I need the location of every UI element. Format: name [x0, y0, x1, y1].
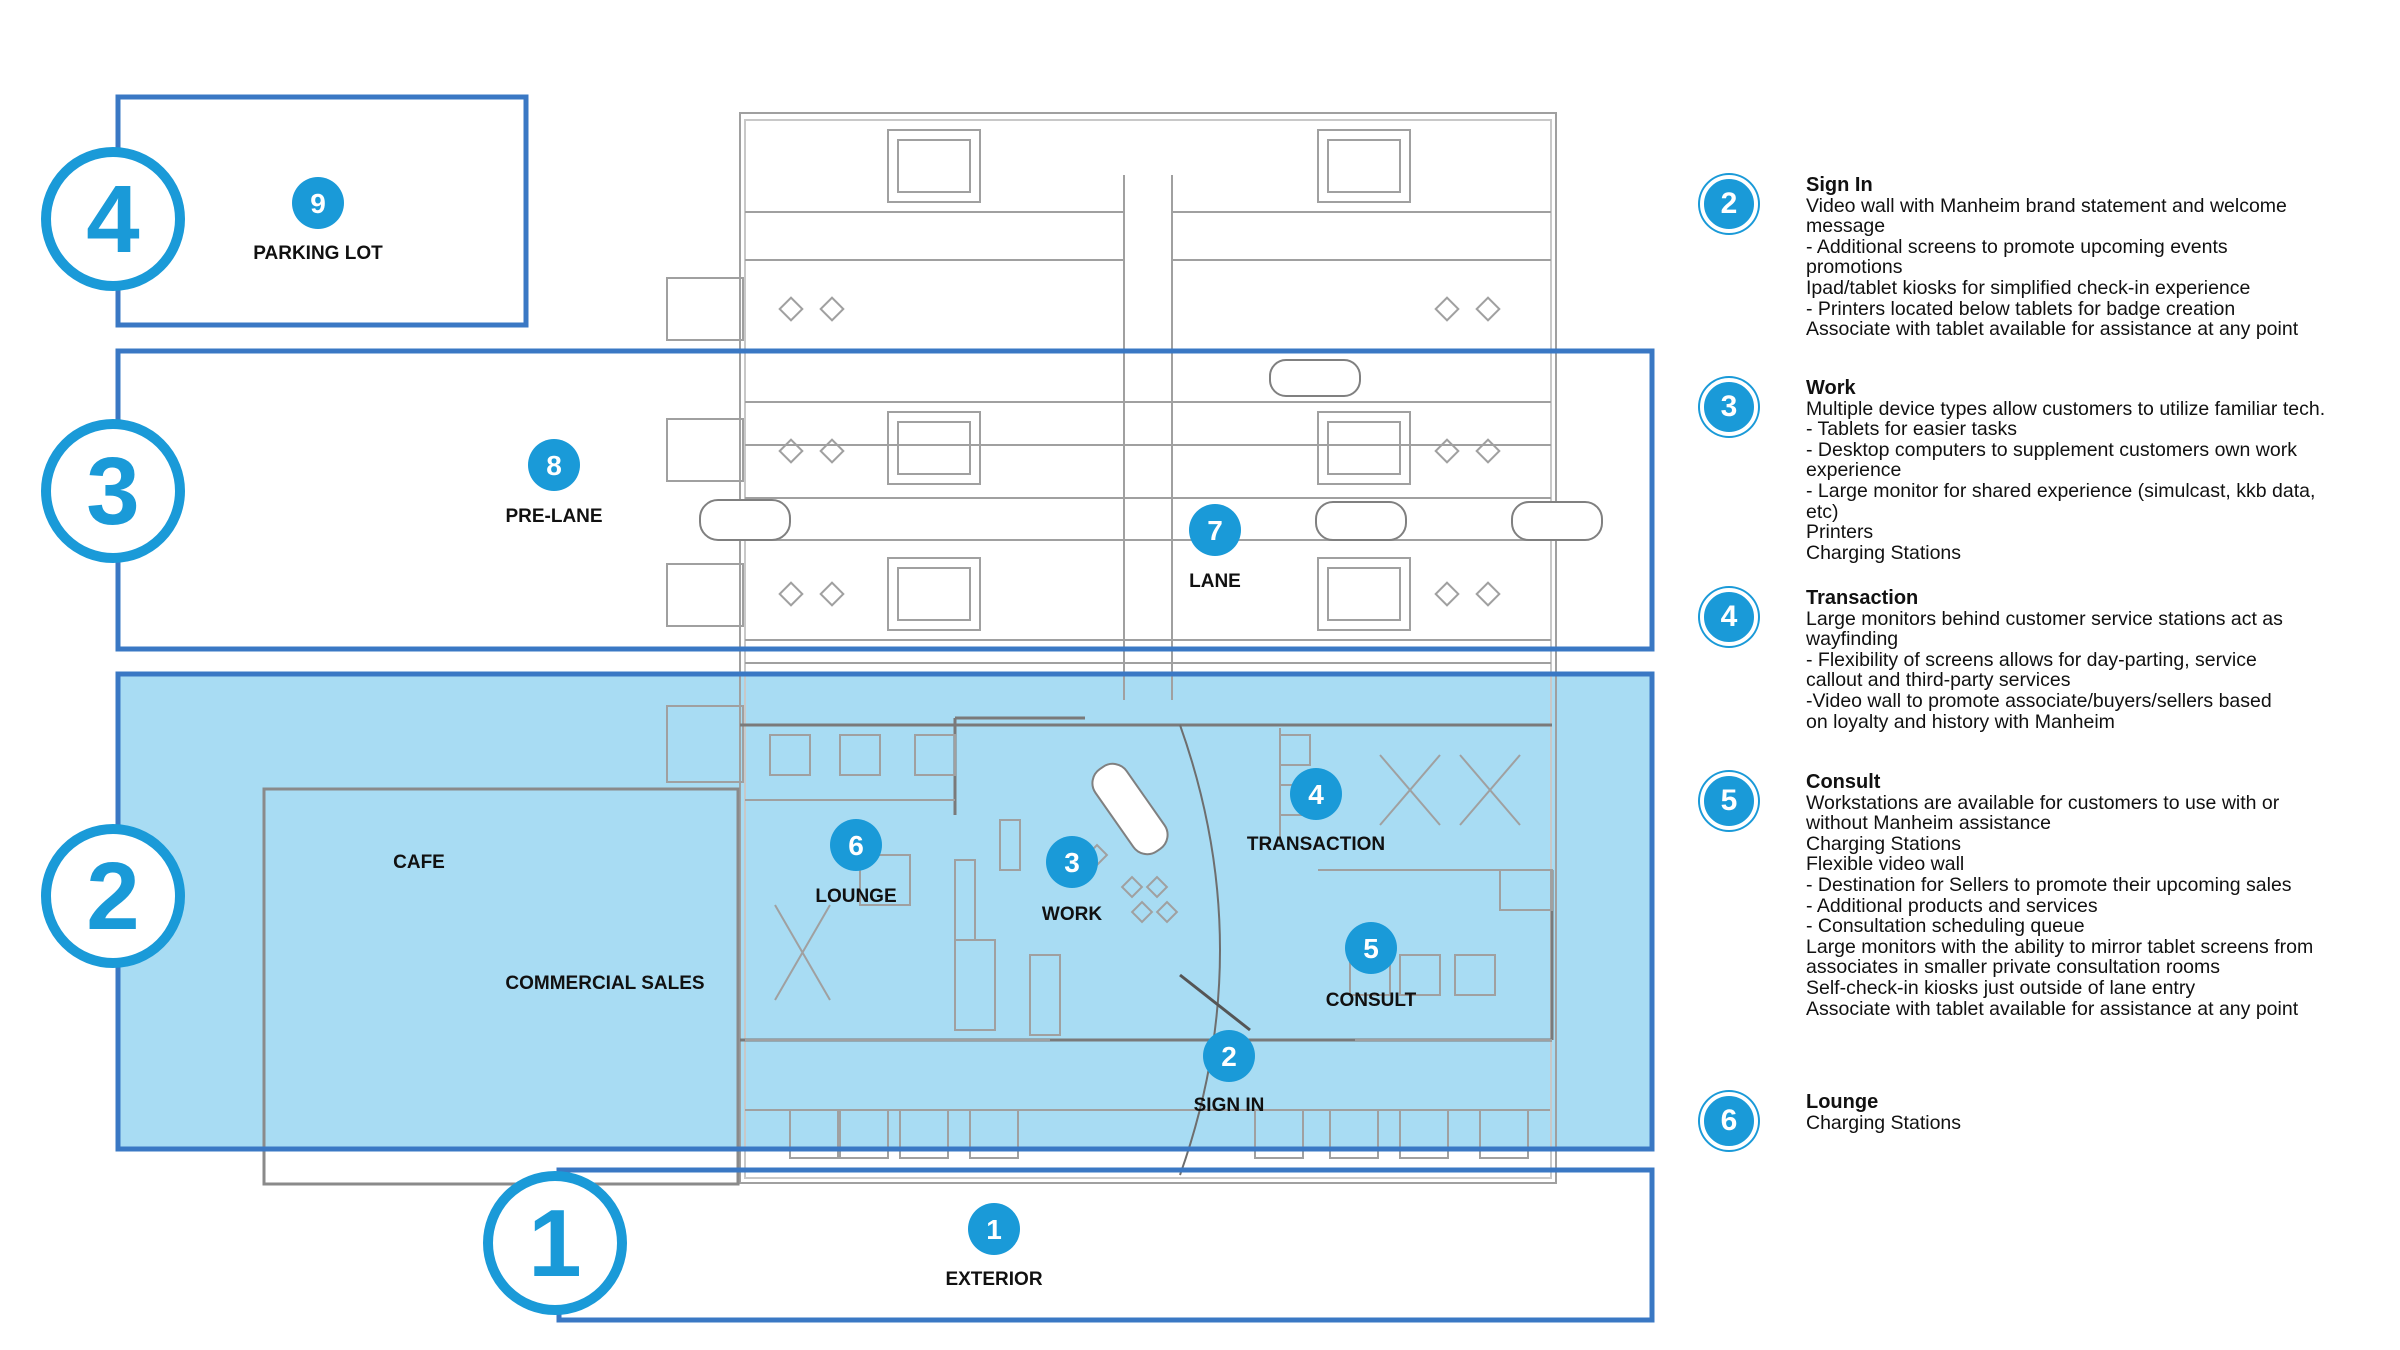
legend-line: - Additional products and services: [1806, 894, 2098, 917]
legend-line: Ipad/tablet kiosks for simplified check-…: [1806, 276, 2251, 299]
zone-4-badge: 4: [41, 147, 185, 291]
legend-line: - Consultation scheduling queue: [1806, 915, 2085, 938]
legend-line: Printers: [1806, 521, 1874, 544]
legend-line: - Tablets for easier tasks: [1806, 418, 2017, 441]
legend-line: - Desktop computers to supplement custom…: [1806, 438, 2297, 461]
svg-text:3: 3: [86, 438, 139, 545]
svg-text:PARKING LOT: PARKING LOT: [253, 243, 383, 264]
svg-text:1: 1: [986, 1214, 1002, 1245]
marker-exterior: 1 EXTERIOR: [945, 1203, 1043, 1290]
cafe-label: CAFE: [393, 852, 445, 873]
legend-line: -Video wall to promote associate/buyers/…: [1806, 689, 2272, 712]
legend-line: Charging Stations: [1806, 1111, 1962, 1134]
zone-1-outline: [556, 1167, 1655, 1323]
marker-lounge: 6 LOUNGE: [815, 819, 897, 907]
svg-text:LOUNGE: LOUNGE: [815, 886, 896, 907]
marker-parking-lot: 9 PARKING LOT: [253, 177, 383, 264]
svg-text:7: 7: [1207, 515, 1223, 546]
legend-line: Associate with tablet available for assi…: [1806, 997, 2299, 1020]
legend-line: - Large monitor for shared experience (s…: [1806, 479, 2316, 502]
legend-line: - Flexibility of screens allows for day-…: [1806, 648, 2257, 671]
svg-text:3: 3: [1064, 847, 1080, 878]
legend-title: Work: [1806, 377, 1856, 399]
svg-text:2: 2: [1221, 1041, 1237, 1072]
svg-text:SIGN IN: SIGN IN: [1194, 1095, 1265, 1116]
legend-line: experience: [1806, 459, 1902, 482]
legend-line: Charging Stations: [1806, 541, 1962, 564]
svg-text:9: 9: [310, 188, 326, 219]
legend-line: Multiple device types allow customers to…: [1806, 397, 2326, 420]
svg-text:LANE: LANE: [1189, 571, 1241, 592]
zone-2-highlight: [118, 674, 1652, 1149]
legend-marker: 6: [1700, 1092, 1758, 1150]
commercial-sales-label: COMMERCIAL SALES: [505, 973, 704, 994]
svg-text:CONSULT: CONSULT: [1326, 990, 1417, 1011]
legend-line: without Manheim assistance: [1806, 812, 2051, 835]
car-icons: [699, 359, 1603, 856]
zone-1-badge: 1: [483, 1171, 627, 1315]
legend-line: promotions: [1806, 256, 1903, 279]
building-plan: [262, 112, 1557, 1186]
legend-line: - Destination for Sellers to promote the…: [1806, 873, 2292, 896]
legend-line: Large monitors behind customer service s…: [1806, 607, 2283, 630]
legend-title: Transaction: [1806, 587, 1919, 609]
legend-line: Flexible video wall: [1806, 853, 1965, 876]
legend-line: Associate with tablet available for assi…: [1806, 318, 2299, 341]
marker-transaction: 4 TRANSACTION: [1247, 768, 1385, 855]
marker-pre-lane: 8 PRE-LANE: [505, 439, 603, 527]
svg-text:4: 4: [1308, 779, 1324, 810]
legend-line: associates in smaller private consultati…: [1806, 956, 2221, 979]
marker-sign-in: 2 SIGN IN: [1194, 1030, 1265, 1116]
legend-line: Large monitors with the ability to mirro…: [1806, 935, 2314, 958]
legend-marker: 3: [1700, 378, 1758, 436]
legend-marker: 5: [1700, 772, 1758, 830]
legend-line: on loyalty and history with Manheim: [1806, 710, 2115, 733]
svg-text:6: 6: [848, 830, 864, 861]
marker-consult: 5 CONSULT: [1326, 922, 1417, 1011]
svg-text:EXTERIOR: EXTERIOR: [945, 1269, 1042, 1290]
legend-line: callout and third-party services: [1806, 669, 2071, 692]
legend-line: wayfinding: [1806, 628, 1899, 651]
legend-title: Sign In: [1806, 174, 1873, 196]
marker-work: 3 WORK: [1042, 836, 1102, 925]
legend: 2 Sign In Video wall with Manheim brand …: [1700, 0, 2390, 1350]
legend-line: Workstations are available for customers…: [1806, 791, 2280, 814]
legend-line: Charging Stations: [1806, 832, 1962, 855]
legend-line: - Printers located below tablets for bad…: [1806, 297, 2236, 320]
legend-line: - Additional screens to promote upcoming…: [1806, 235, 2228, 258]
legend-marker: 2: [1700, 175, 1758, 233]
marker-lane: 7 LANE: [1189, 504, 1241, 592]
legend-title: Consult: [1806, 771, 1881, 793]
legend-line: Self-check-in kiosks just outside of lan…: [1806, 976, 2196, 999]
legend-line: message: [1806, 215, 1886, 238]
svg-text:WORK: WORK: [1042, 904, 1102, 925]
svg-text:TRANSACTION: TRANSACTION: [1247, 834, 1385, 855]
legend-marker: 4: [1700, 588, 1758, 646]
zone-2-badge: 2: [41, 824, 185, 968]
zone-3-badge: 3: [41, 419, 185, 563]
legend-line: Video wall with Manheim brand statement …: [1806, 194, 2287, 217]
svg-text:2: 2: [86, 843, 139, 950]
svg-text:4: 4: [86, 166, 139, 273]
svg-text:5: 5: [1363, 933, 1379, 964]
svg-text:PRE-LANE: PRE-LANE: [505, 506, 602, 527]
legend-line: etc): [1806, 500, 1839, 523]
zone-3-outline: [115, 348, 1655, 652]
svg-text:8: 8: [546, 450, 562, 481]
svg-text:1: 1: [528, 1190, 581, 1297]
legend-title: Lounge: [1806, 1091, 1879, 1113]
